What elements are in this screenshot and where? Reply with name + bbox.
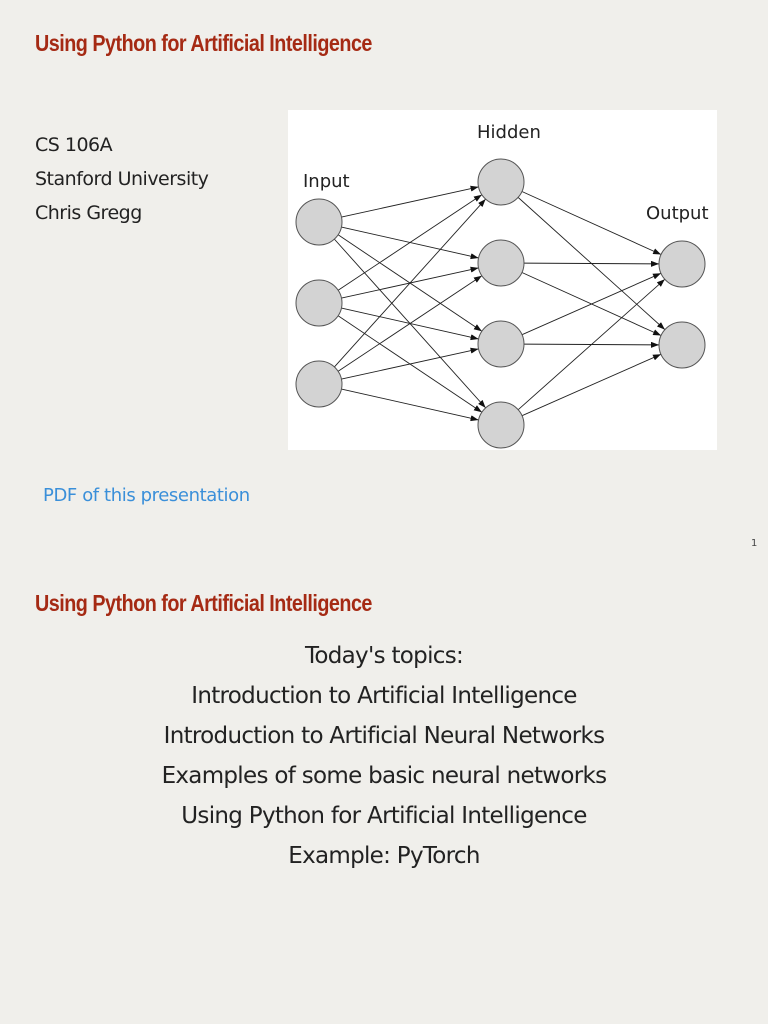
connection-arrow bbox=[517, 278, 666, 411]
connection-arrow bbox=[521, 191, 662, 255]
connection-arrow bbox=[341, 347, 479, 380]
hidden-neuron bbox=[477, 401, 525, 449]
connection-arrow bbox=[521, 272, 662, 336]
page-number: 1 bbox=[751, 538, 758, 549]
topic-item: Using Python for Artificial Intelligence bbox=[181, 803, 587, 829]
course-info: CS 106A Stanford University Chris Gregg bbox=[35, 128, 209, 230]
topic-item: Introduction to Artificial Intelligence bbox=[191, 683, 577, 709]
input-neuron bbox=[295, 279, 343, 327]
output-neuron bbox=[658, 240, 706, 288]
slide-2: Using Python for Artificial Intelligence… bbox=[0, 560, 768, 1024]
output-layer-label: Output bbox=[646, 203, 709, 224]
pdf-link[interactable]: PDF of this presentation bbox=[43, 485, 250, 506]
connection-arrow bbox=[334, 198, 486, 368]
hidden-layer-label: Hidden bbox=[477, 122, 541, 143]
topic-item: Introduction to Artificial Neural Networ… bbox=[163, 723, 605, 749]
hidden-neuron bbox=[477, 239, 525, 287]
connection-arrow bbox=[341, 388, 479, 422]
input-layer-label: Input bbox=[303, 171, 350, 192]
author-name: Chris Gregg bbox=[35, 202, 142, 224]
university-name: Stanford University bbox=[35, 168, 209, 190]
input-neuron bbox=[295, 360, 343, 408]
topic-item: Examples of some basic neural networks bbox=[161, 763, 608, 789]
slide-title: Using Python for Artificial Intelligence bbox=[35, 590, 372, 616]
hidden-neuron bbox=[477, 320, 525, 368]
connection-arrow bbox=[523, 260, 660, 267]
topics-heading: Today's topics: bbox=[304, 643, 464, 669]
connection-arrow bbox=[337, 275, 483, 372]
output-neuron bbox=[658, 321, 706, 369]
slide-1: Using Python for Artificial Intelligence… bbox=[35, 30, 758, 549]
slide-title: Using Python for Artificial Intelligence bbox=[35, 30, 372, 56]
connection-arrow bbox=[337, 194, 483, 291]
input-neuron bbox=[295, 198, 343, 246]
hidden-neuron bbox=[477, 158, 525, 206]
neural-network-diagram: Input Hidden Output bbox=[288, 110, 717, 450]
topic-item: Example: PyTorch bbox=[288, 843, 480, 869]
topics-list: Today's topics: Introduction to Artifici… bbox=[0, 636, 768, 876]
connection-arrow bbox=[521, 353, 662, 417]
connection-arrow bbox=[341, 185, 479, 218]
course-code: CS 106A bbox=[35, 134, 113, 156]
